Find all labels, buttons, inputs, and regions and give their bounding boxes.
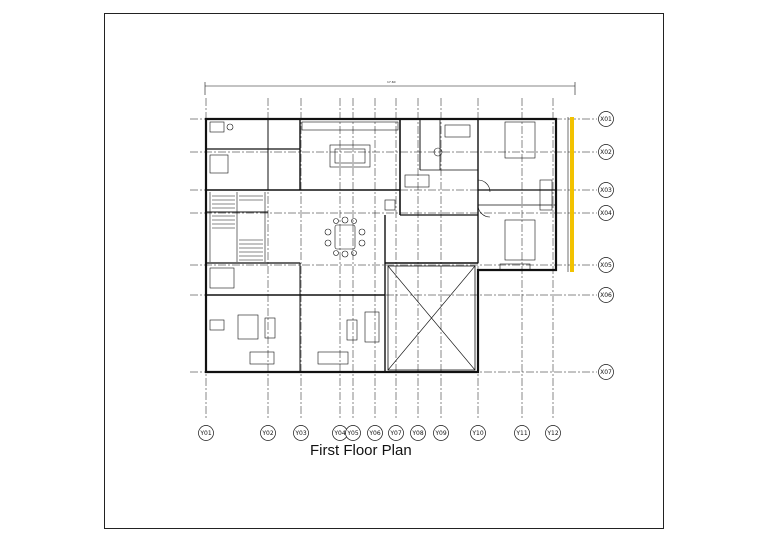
grid-label-x01: X01: [600, 116, 612, 123]
grid-label-y12: Y12: [546, 430, 558, 437]
grid-label-y06: Y06: [368, 430, 380, 437]
grid-label-y05: Y05: [346, 430, 358, 437]
grid-label-y03: Y03: [294, 430, 306, 437]
grid-bubble-x01: [598, 111, 614, 127]
staircase: [209, 192, 266, 262]
grid-label-x07: X07: [600, 369, 612, 376]
grid-bubble-x03: [598, 182, 614, 198]
grid-label-x05: X05: [600, 262, 612, 269]
grid-bubble-y10: [470, 425, 486, 441]
grid-label-y01: Y01: [199, 430, 211, 437]
grid-label-y07: Y07: [389, 430, 401, 437]
grid-bubble-y06: [367, 425, 383, 441]
grid-label-y10: Y10: [471, 430, 483, 437]
grid-bubble-y01: [198, 425, 214, 441]
grid-bubble-y02: [260, 425, 276, 441]
grid-label-y02: Y02: [261, 430, 273, 437]
grid-label-x06: X06: [600, 292, 612, 299]
grid-bubble-x07: [598, 364, 614, 380]
grid-bubble-x05: [598, 257, 614, 273]
grid-label-x02: X02: [600, 149, 612, 156]
grid-label-y08: Y08: [411, 430, 423, 437]
grid-label-y11: Y11: [515, 430, 527, 437]
grid-bubble-y12: [545, 425, 561, 441]
grid-bubble-y09: [433, 425, 449, 441]
overall-dimension: 17.60: [204, 80, 576, 95]
open-void-area: [387, 265, 476, 371]
grid-bubble-x06: [598, 287, 614, 303]
grid-bubble-y08: [410, 425, 426, 441]
grid-bubble-x04: [598, 205, 614, 221]
grid-label-y09: Y09: [434, 430, 446, 437]
grid-bubble-y07: [388, 425, 404, 441]
grid-label-y04: Y04: [333, 430, 345, 437]
grid-bubble-y03: [293, 425, 309, 441]
grid-bubble-x02: [598, 144, 614, 160]
grid-label-x04: X04: [600, 210, 612, 217]
grid-label-x03: X03: [600, 187, 612, 194]
grid-bubble-y05: [345, 425, 361, 441]
overall-dimension-label: 17.60: [387, 80, 396, 84]
drawing-title: First Floor Plan: [310, 442, 412, 459]
furniture: [209, 121, 553, 365]
walls: [204, 117, 558, 374]
window-accent: [567, 117, 574, 272]
grid-bubble-y11: [514, 425, 530, 441]
